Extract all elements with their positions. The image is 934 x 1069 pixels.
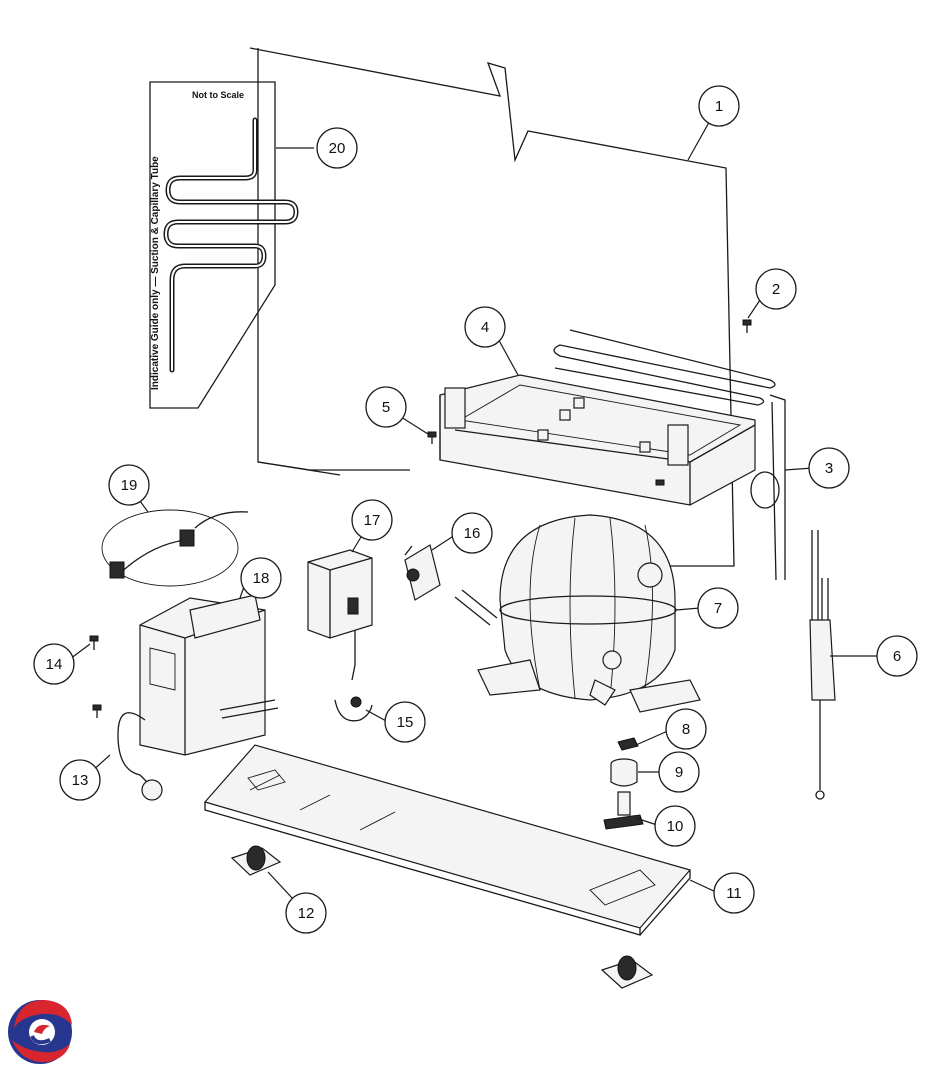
tube-guide-panel: Not to Scale Indicative Guide only — Suc… xyxy=(149,81,299,409)
leader-lines xyxy=(65,107,877,914)
callout-7: 7 xyxy=(697,587,739,629)
callout-13-label: 13 xyxy=(72,772,89,789)
grommet-9 xyxy=(610,758,638,787)
callout-10-label: 10 xyxy=(667,818,684,835)
relay-17 xyxy=(307,549,373,681)
heater-wire xyxy=(553,329,786,581)
callout-16-label: 16 xyxy=(464,525,481,542)
callout-9: 9 xyxy=(658,751,700,793)
clip-8 xyxy=(617,737,639,751)
callout-14: 14 xyxy=(33,643,75,685)
brand-swirl-logo xyxy=(8,1000,72,1064)
callout-5: 5 xyxy=(365,386,407,428)
callout-15-label: 15 xyxy=(397,714,414,731)
screw-14 xyxy=(89,635,99,650)
callout-12: 12 xyxy=(285,892,327,934)
control-box xyxy=(117,594,279,801)
screw-2 xyxy=(742,319,752,333)
callout-8-label: 8 xyxy=(682,721,690,738)
callout-17: 17 xyxy=(351,499,393,541)
callout-2: 2 xyxy=(755,268,797,310)
callout-8: 8 xyxy=(665,708,707,750)
callout-5-label: 5 xyxy=(382,399,390,416)
compressor xyxy=(454,514,701,713)
evaporator-tray xyxy=(439,374,756,506)
callout-6-label: 6 xyxy=(893,648,901,665)
callout-3: 3 xyxy=(808,447,850,489)
callout-11: 11 xyxy=(713,872,755,914)
overload-16 xyxy=(404,544,441,601)
callout-18-label: 18 xyxy=(253,570,270,587)
callout-9-label: 9 xyxy=(675,764,683,781)
callout-1: 1 xyxy=(698,85,740,127)
callout-4: 4 xyxy=(464,306,506,348)
screw-5 xyxy=(427,431,437,444)
callout-20: 20 xyxy=(316,127,358,169)
thermostat-probe xyxy=(809,530,836,800)
callout-15: 15 xyxy=(384,701,426,743)
callout-6: 6 xyxy=(876,635,918,677)
callout-19: 19 xyxy=(108,464,150,506)
castor-front xyxy=(230,845,282,876)
callout-10: 10 xyxy=(654,805,696,847)
ground-wire-15 xyxy=(334,696,373,722)
screw-13 xyxy=(92,704,102,718)
callout-13: 13 xyxy=(59,759,101,801)
mount-pin-10 xyxy=(603,791,644,830)
callout-11-label: 11 xyxy=(726,885,742,902)
callout-7-label: 7 xyxy=(714,600,722,617)
callout-16: 16 xyxy=(451,512,493,554)
panel-note: Not to Scale xyxy=(192,90,244,100)
callout-1-label: 1 xyxy=(715,98,723,115)
callout-14-label: 14 xyxy=(46,656,63,673)
callout-2-label: 2 xyxy=(772,281,780,298)
screw-tray xyxy=(655,479,665,486)
panel-vertical-label: Indicative Guide only — Suction & Capill… xyxy=(150,156,161,390)
callout-4-label: 4 xyxy=(481,319,489,336)
wiring-harness xyxy=(101,509,249,587)
callout-20-label: 20 xyxy=(329,140,346,157)
castor-rear xyxy=(600,955,654,989)
callout-3-label: 3 xyxy=(825,460,833,477)
callout-19-label: 19 xyxy=(121,477,138,494)
base-plate xyxy=(203,744,692,936)
callout-12-label: 12 xyxy=(298,905,315,922)
callout-18: 18 xyxy=(240,557,282,599)
callout-17-label: 17 xyxy=(364,512,381,529)
